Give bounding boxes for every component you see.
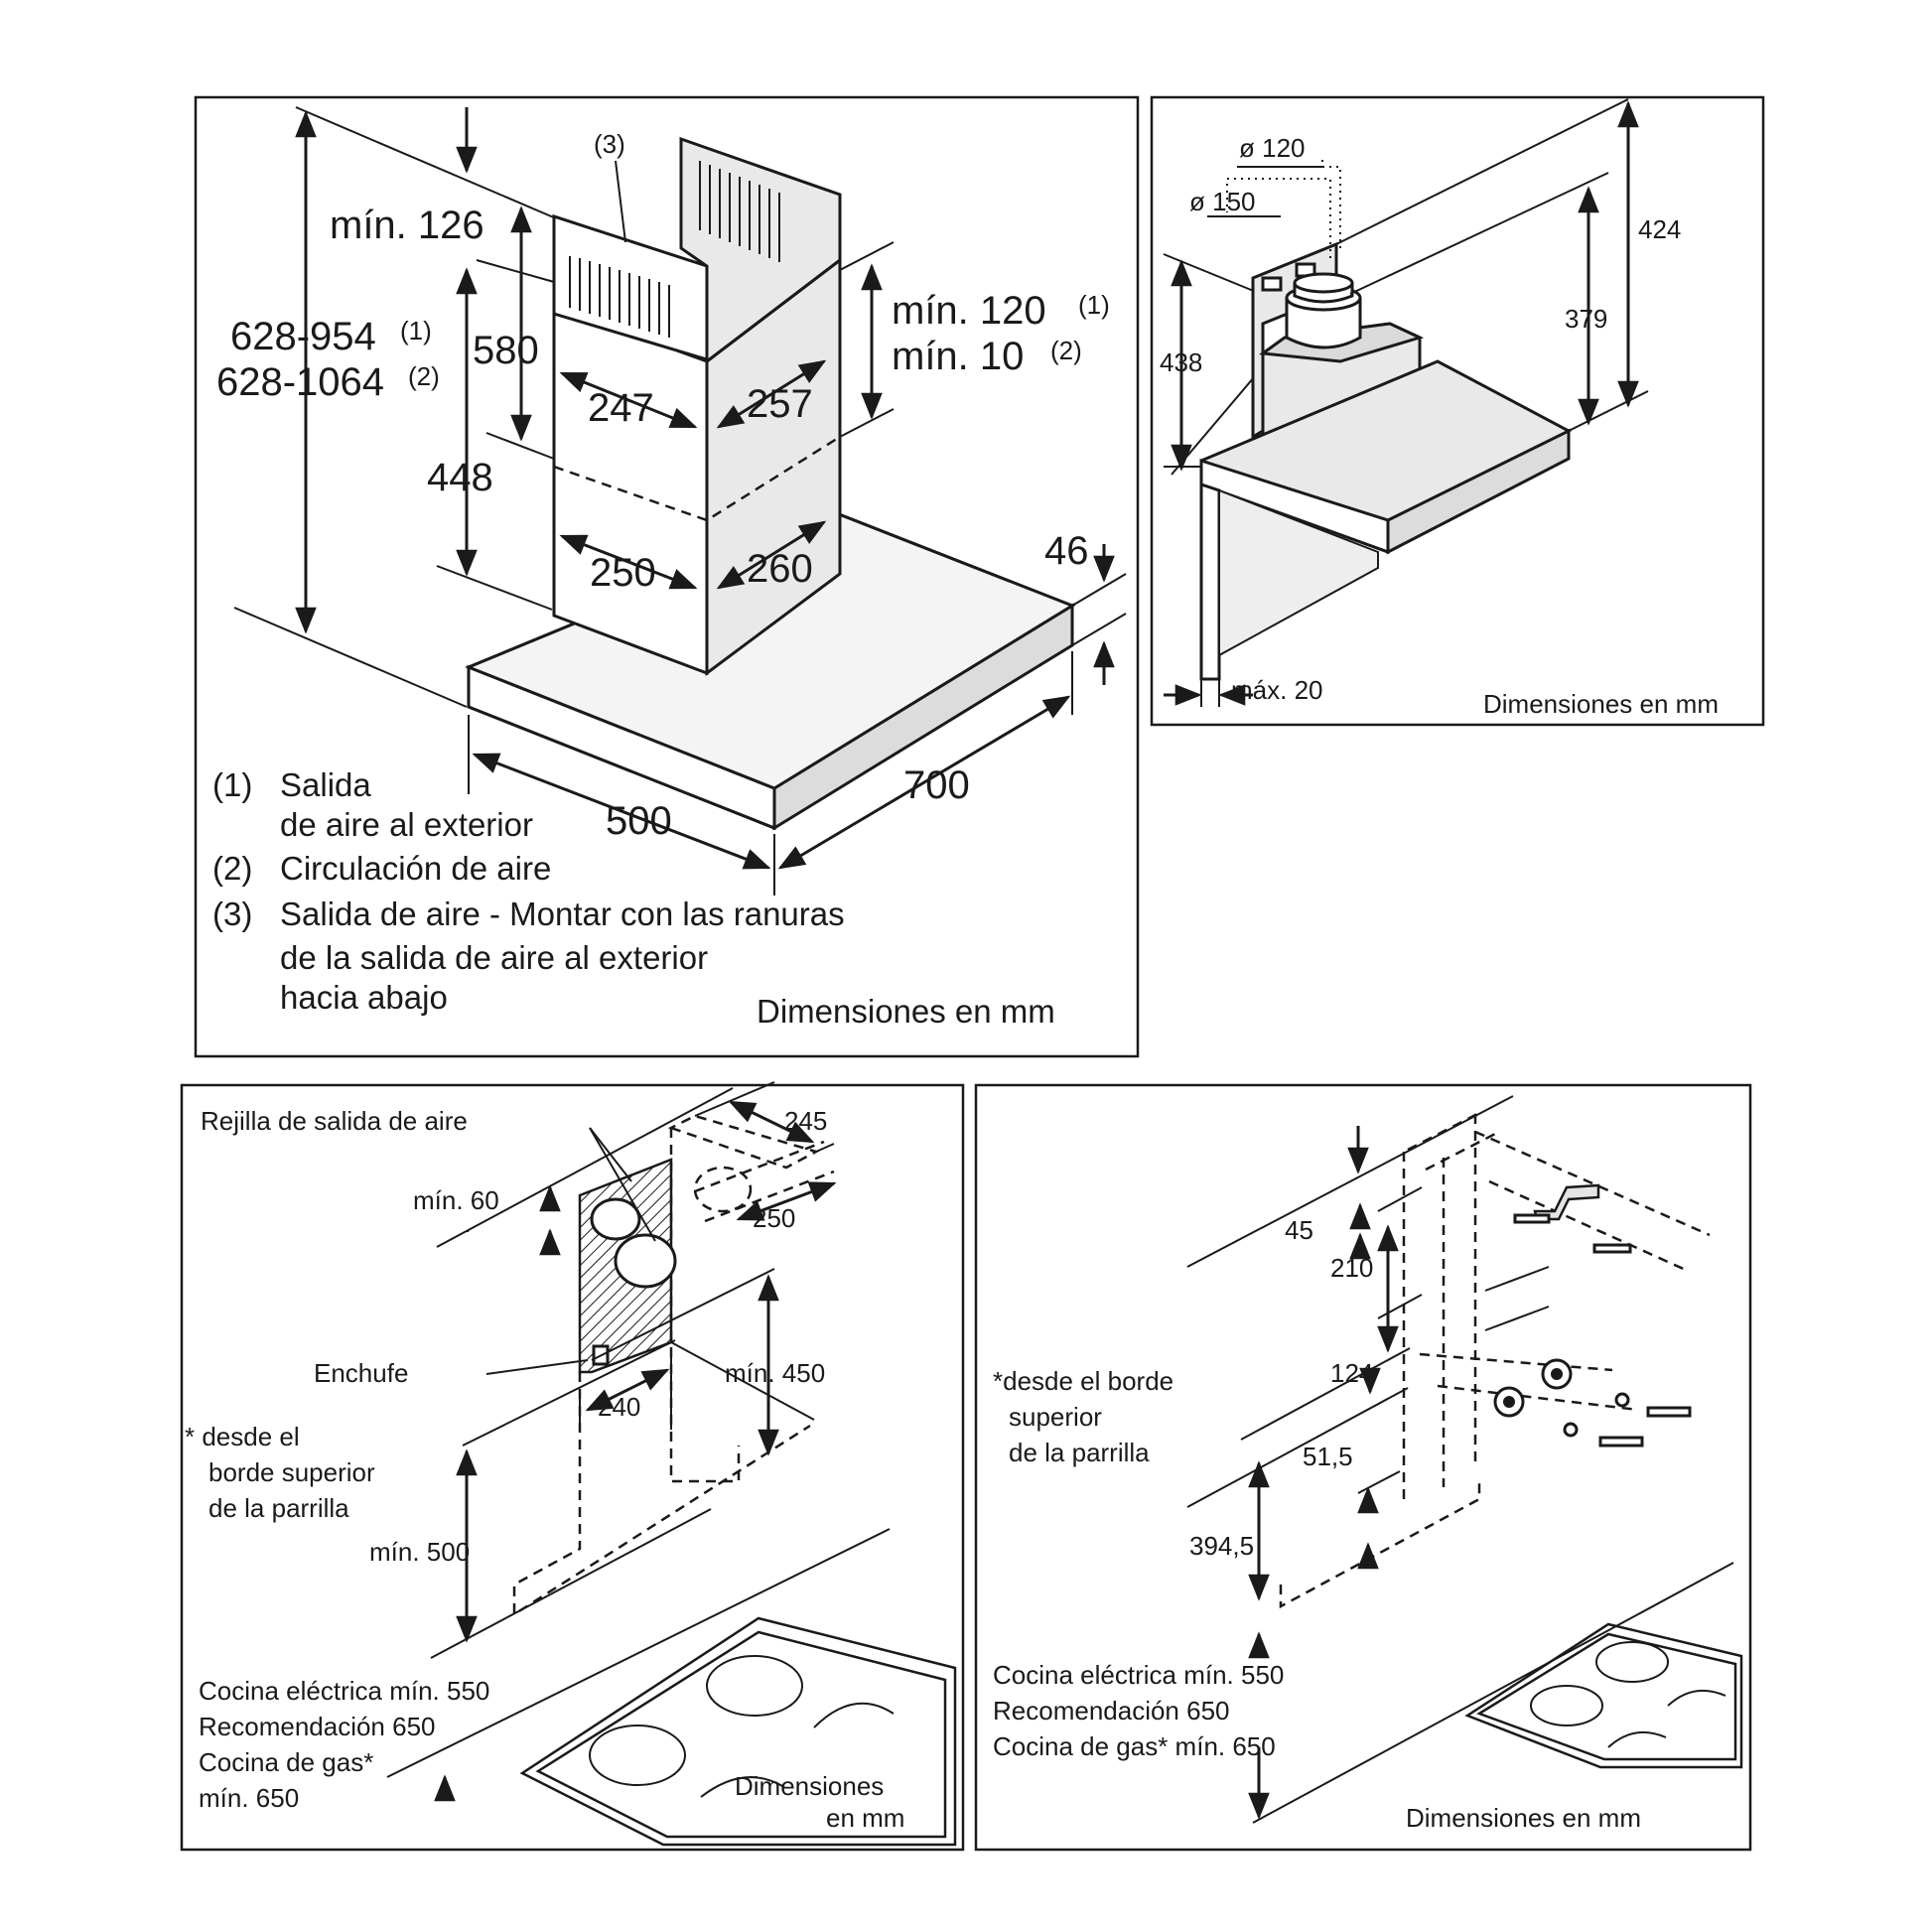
legend2-num: (2)	[212, 850, 252, 887]
panel1-frame	[194, 95, 1140, 1058]
dim-257	[716, 359, 827, 429]
panel4-frame	[974, 1083, 1752, 1852]
label-3: (3)	[594, 129, 625, 159]
dim-515-label: 51,5	[1303, 1442, 1353, 1471]
cooktop-p4	[1464, 1622, 1743, 1769]
outlet-cylinder	[1285, 298, 1362, 349]
dim-500	[472, 753, 771, 870]
panel-hood-dimensions: (3) mín. 126 628-954 (1) 628-1064 (2) 58…	[194, 95, 1140, 1058]
dim-min60-label: mín. 60	[413, 1185, 499, 1215]
dim-min120-label: mín. 120	[892, 289, 1046, 333]
dim-247	[559, 371, 698, 429]
panel2-frame	[1150, 95, 1765, 727]
legend3-text-a: Salida de aire - Montar con las ranuras	[280, 896, 845, 932]
dim-45-label: 45	[1285, 1215, 1313, 1245]
panel4-units: Dimensiones en mm	[1406, 1803, 1641, 1833]
dim-628-1064-label: 628-1064	[216, 360, 384, 404]
legend3-num: (3)	[212, 896, 252, 932]
dim-min10-label: mín. 10	[892, 335, 1024, 378]
legend1-num: (1)	[212, 766, 252, 803]
legend3-text-b: de la salida de aire al exterior	[280, 939, 708, 976]
wall-line	[233, 607, 468, 708]
dim-min120-sup: (1)	[1078, 290, 1110, 320]
note-b-p4: superior	[1009, 1402, 1102, 1432]
cocina4-label: mín. 650	[199, 1783, 299, 1813]
leader-d120	[1321, 159, 1341, 248]
dim-245-label: 245	[784, 1106, 827, 1136]
dim-min450-label: mín. 450	[725, 1358, 825, 1388]
dim-580-label: 580	[473, 329, 539, 372]
dim-250-p3-label: 250	[753, 1203, 795, 1233]
panel3-units-a: Dimensiones	[735, 1771, 884, 1801]
dim-628-1064-sup: (2)	[408, 361, 440, 391]
legend3-text-c: hacia abajo	[280, 979, 448, 1016]
dim-46-label: 46	[1044, 529, 1089, 573]
dim-250	[559, 534, 698, 590]
dim-260	[716, 520, 827, 590]
cocina3-p4-label: Cocina de gas* mín. 650	[993, 1731, 1276, 1761]
dim-240	[585, 1368, 670, 1412]
panel-side-view: ø 120 ø 150 424 379 438 máx. 20 Dimensio…	[1150, 95, 1765, 727]
dim-424-label: 424	[1638, 214, 1681, 244]
dim-240-label: 240	[598, 1392, 640, 1422]
enchufe-leader	[485, 1359, 589, 1375]
dim-210-label: 210	[1330, 1253, 1373, 1283]
dim-d120-label: ø 120	[1239, 133, 1306, 163]
cocina1-label: Cocina eléctrica mín. 550	[199, 1676, 489, 1706]
dim-500-label: 500	[606, 799, 672, 843]
panel3-frame	[180, 1083, 965, 1852]
dim-260-label: 260	[747, 547, 813, 591]
cocina1-p4-label: Cocina eléctrica mín. 550	[993, 1660, 1284, 1690]
dim-min10-sup: (2)	[1050, 336, 1082, 365]
hood-outline-dashed-p4	[1279, 1479, 1481, 1609]
dim-124-label: 124	[1330, 1358, 1373, 1388]
air-slots	[569, 161, 780, 338]
back-panel	[1199, 482, 1221, 681]
dim-700-label: 700	[903, 763, 970, 807]
panel-wall-mounting: Rejilla de salida de aire 245 mín. 60 25…	[180, 1081, 965, 1852]
note-c-p4: de la parrilla	[1009, 1438, 1150, 1467]
legend2-text: Circulación de aire	[280, 850, 551, 887]
dim-379-label: 379	[1565, 304, 1607, 334]
legend1-text-b: de aire al exterior	[280, 806, 533, 843]
dim-d150-label: ø 150	[1189, 187, 1256, 216]
dowels	[1493, 1213, 1692, 1448]
dim-628-954-sup: (1)	[400, 316, 432, 345]
legend: (1) Salida de aire al exterior (2) Circu…	[212, 766, 845, 1016]
legend1-text-a: Salida	[280, 766, 371, 803]
note-a: * desde el	[185, 1422, 300, 1451]
dim-max20-label: máx. 20	[1231, 675, 1323, 705]
dim-700	[777, 695, 1071, 870]
dim-245	[728, 1100, 815, 1144]
cocina2-label: Recomendación 650	[199, 1712, 436, 1741]
panel2-units: Dimensiones en mm	[1483, 689, 1719, 719]
rejilla-label: Rejilla de salida de aire	[201, 1106, 468, 1136]
panel-bracket-mounting: 45 210 124 *desde el borde superior de l…	[974, 1083, 1752, 1852]
enchufe-label: Enchufe	[314, 1358, 408, 1388]
panel1-units: Dimensiones en mm	[757, 993, 1055, 1030]
note-b: borde superior	[208, 1457, 375, 1487]
dim-628-954-label: 628-954	[230, 315, 376, 358]
cooktop	[519, 1616, 957, 1847]
telescope-line	[553, 435, 841, 522]
note-c: de la parrilla	[208, 1493, 349, 1523]
dim-min500-label: mín. 500	[369, 1537, 470, 1567]
hood-outline-dashed	[512, 1372, 811, 1617]
cocina2-p4-label: Recomendación 650	[993, 1696, 1230, 1725]
dim-250-p3	[736, 1181, 837, 1221]
cocina3-label: Cocina de gas*	[199, 1747, 373, 1777]
note-a-p4: *desde el borde	[993, 1366, 1173, 1396]
bracket-icon	[1533, 1183, 1600, 1221]
dim-3945-label: 394,5	[1189, 1531, 1254, 1561]
ceiling-line	[295, 106, 557, 219]
dim-438-label: 438	[1160, 347, 1202, 377]
dim-min126-label: mín. 126	[330, 204, 484, 247]
dim-250-label: 250	[590, 551, 656, 595]
dim-257-label: 257	[747, 382, 813, 426]
dim-247-label: 247	[588, 386, 654, 430]
panel3-units-b: en mm	[826, 1803, 904, 1833]
dim-448-label: 448	[427, 456, 493, 499]
